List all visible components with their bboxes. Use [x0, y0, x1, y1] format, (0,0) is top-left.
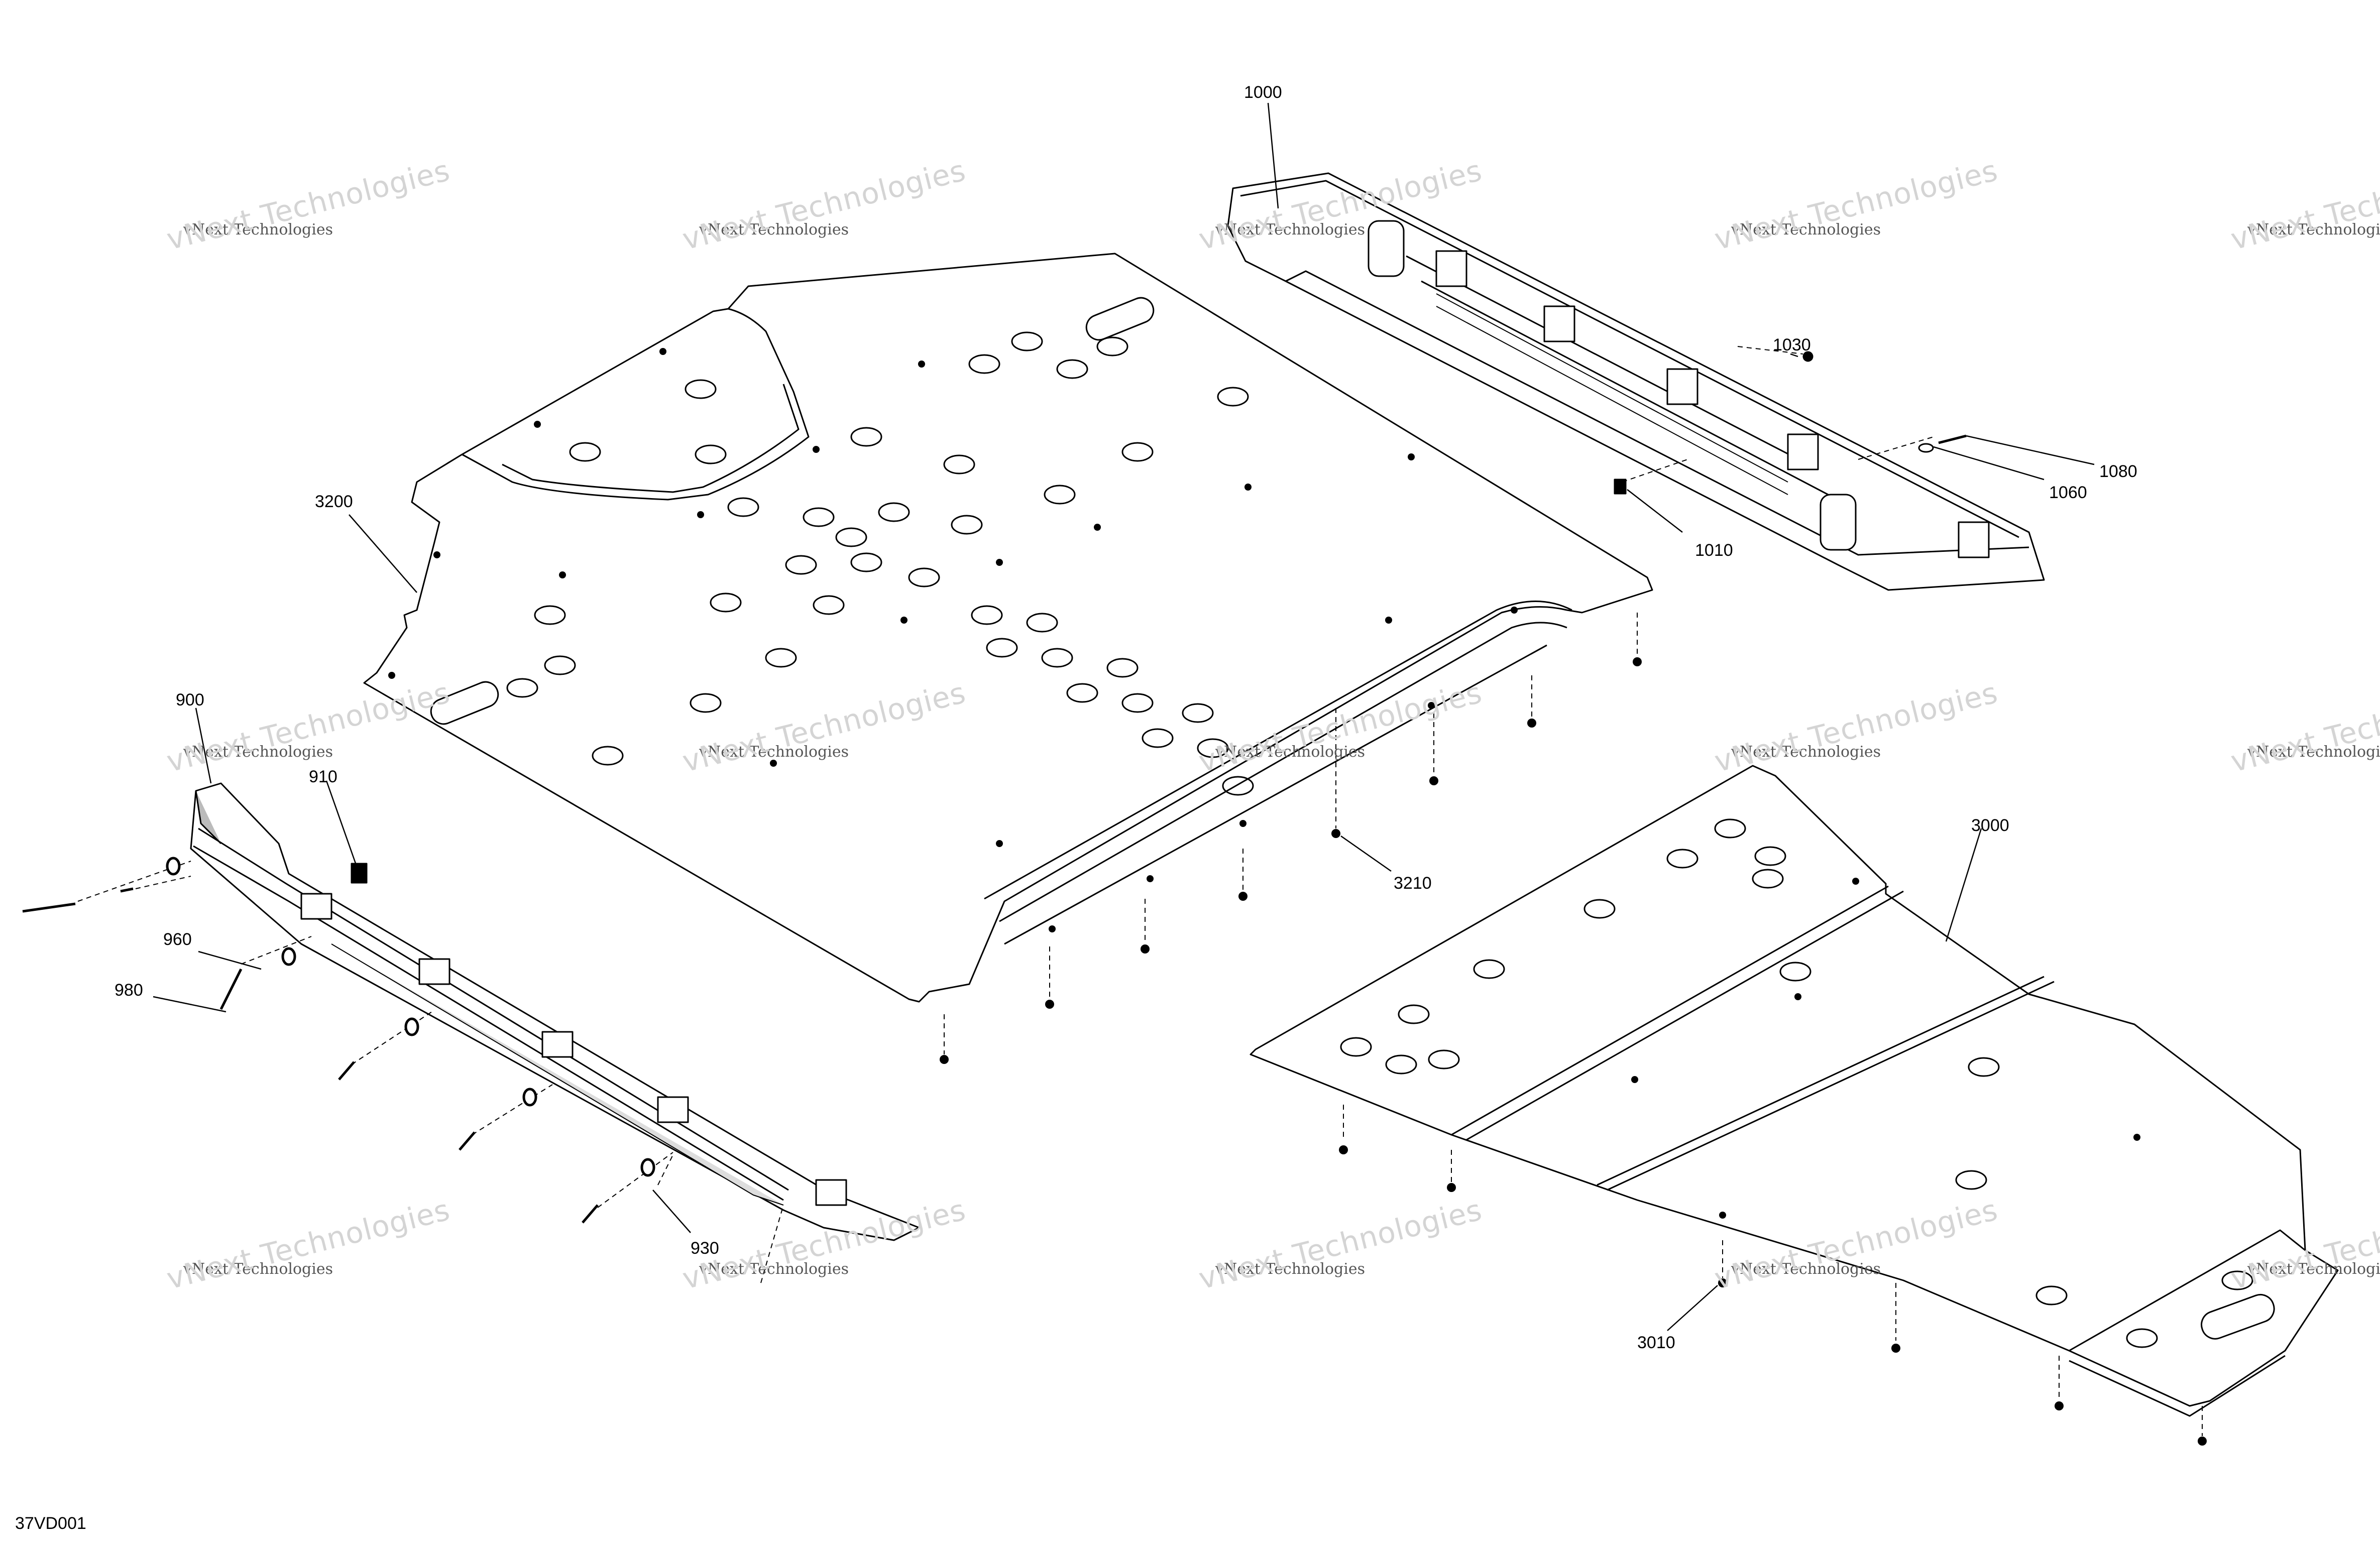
screws-3210	[940, 657, 1642, 1064]
rear-bar-rack	[1436, 293, 1788, 495]
callout-3010: 3010	[1637, 1333, 1675, 1352]
callout-900: 900	[176, 690, 204, 709]
callout-980: 980	[115, 981, 143, 1000]
side-rail-900	[190, 782, 920, 1241]
rear-bar-clips	[1368, 220, 1990, 558]
callout-910: 910	[309, 767, 337, 786]
callout-1080: 1080	[2099, 462, 2137, 481]
panel-3000-rivets	[1631, 878, 2140, 1219]
panel-holes	[506, 331, 1254, 796]
leader-lines	[153, 102, 2095, 1331]
callout-3200: 3200	[315, 492, 353, 511]
fasteners-side-rail	[77, 861, 784, 1283]
screws-rear-bar	[1614, 351, 1967, 495]
screws-3010	[1339, 1145, 2207, 1446]
drawing-code: 37VD001	[15, 1514, 86, 1533]
floor-panel-3200	[363, 253, 1653, 1003]
callout-1060: 1060	[2049, 483, 2087, 502]
floor-panel-3000	[1250, 765, 2339, 1417]
fasteners-3010	[1343, 1105, 2203, 1436]
callout-930: 930	[691, 1239, 719, 1258]
callout-3210: 3210	[1394, 874, 1432, 893]
rear-bar-1000	[1227, 172, 2045, 591]
fasteners-3210	[944, 613, 1638, 1054]
panel-3000-holes	[1340, 818, 2253, 1348]
screws-side-rail	[22, 857, 655, 1224]
callout-3000: 3000	[1971, 816, 2009, 835]
callout-1030: 1030	[1773, 335, 1811, 354]
callout-1010: 1010	[1695, 541, 1733, 560]
callout-1000: 1000	[1244, 83, 1282, 102]
panel-rivets	[388, 348, 1518, 932]
fasteners-rear-bar	[1622, 346, 1934, 483]
callout-960: 960	[163, 930, 192, 949]
